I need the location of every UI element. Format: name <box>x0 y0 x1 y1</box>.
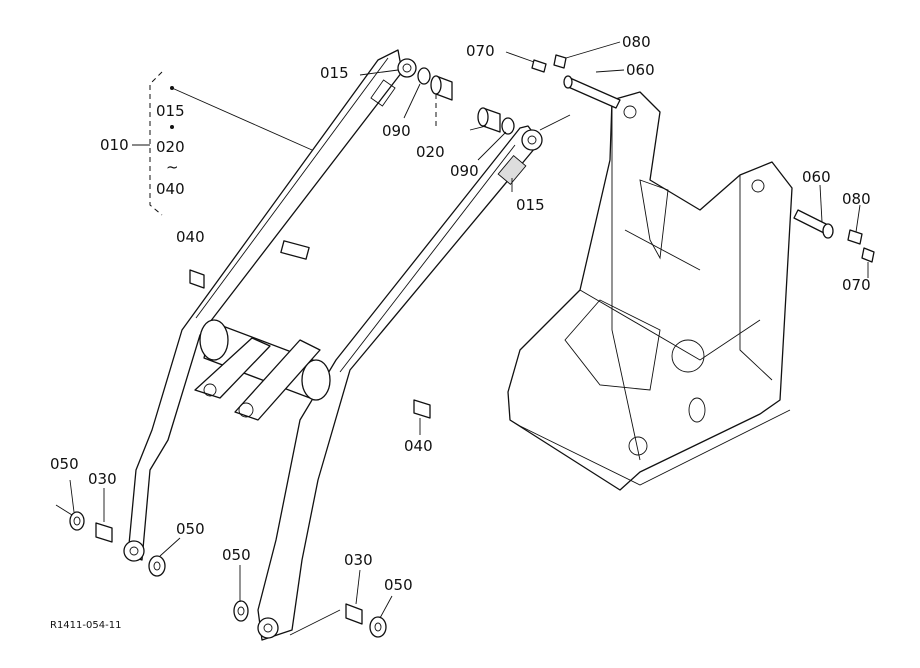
right-lift-arm <box>257 125 543 641</box>
label-070-b: 070 <box>842 276 871 294</box>
label-080-a: 080 <box>622 33 651 51</box>
leader-lines <box>55 41 869 636</box>
drawing-code: R1411-054-11 <box>50 620 121 631</box>
pin-060-right <box>793 209 834 239</box>
left-lift-arm <box>123 49 417 562</box>
pin-030-a <box>95 522 113 543</box>
pin-plate <box>280 240 310 260</box>
bushing-040-right <box>413 399 431 419</box>
label-015-a: 015 <box>320 64 349 82</box>
cross-tube <box>194 319 331 421</box>
loader-frame <box>507 91 793 491</box>
label-070-a: 070 <box>466 42 495 60</box>
bushing-040-left <box>189 269 205 289</box>
label-040-list: 040 <box>156 180 185 198</box>
bushing-020-upper <box>430 75 453 101</box>
label-080-b: 080 <box>842 190 871 208</box>
label-020: 020 <box>416 143 445 161</box>
label-050-c: 050 <box>222 546 251 564</box>
bushing-090-upper <box>417 67 431 85</box>
grease-nipple-070-upper <box>531 59 547 73</box>
label-050-a: 050 <box>50 455 79 473</box>
washer-050-c <box>233 600 249 622</box>
label-050-d: 050 <box>384 576 413 594</box>
label-tilde: ~ <box>166 158 179 176</box>
grease-nipple-070-right <box>861 247 875 263</box>
pin-030-b <box>345 603 363 625</box>
label-015-b: 015 <box>516 196 545 214</box>
pin-060-upper <box>563 75 621 109</box>
bushing-020-lower <box>477 107 501 133</box>
label-090-b: 090 <box>450 162 479 180</box>
label-040-a: 040 <box>176 228 205 246</box>
washer-050-b <box>148 555 166 577</box>
label-020-list: 020 <box>156 138 185 156</box>
washer-050-a <box>69 511 85 531</box>
washer-050-d <box>369 616 387 638</box>
label-090-a: 090 <box>382 122 411 140</box>
label-060-a: 060 <box>626 61 655 79</box>
bolt-080-right <box>847 229 863 245</box>
group-bracket <box>132 71 174 216</box>
label-060-b: 060 <box>802 168 831 186</box>
label-030-b: 030 <box>344 551 373 569</box>
label-040-b: 040 <box>404 437 433 455</box>
bolt-080-upper <box>553 54 567 69</box>
label-015-list: 015 <box>156 102 185 120</box>
label-010: 010 <box>100 136 129 154</box>
label-030-a: 030 <box>88 470 117 488</box>
bushing-090-lower <box>501 117 515 135</box>
label-050-b: 050 <box>176 520 205 538</box>
